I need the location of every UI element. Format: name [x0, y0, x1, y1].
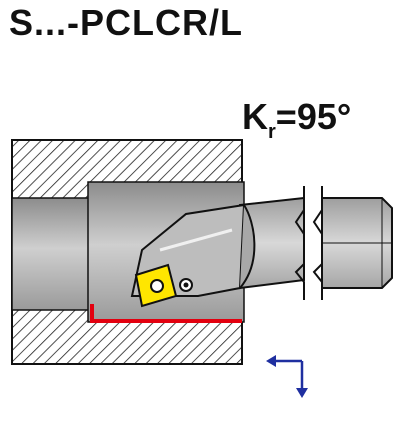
tool-shank	[239, 186, 393, 300]
pilot-bore	[11, 197, 93, 311]
angle-subscript: r	[268, 121, 276, 143]
machined-surface-line	[90, 304, 242, 323]
clamp-screw-icon	[179, 278, 193, 292]
approach-angle-label: Kr=95°	[242, 96, 352, 143]
shank-break-right	[312, 186, 323, 300]
shank-break-left	[294, 186, 305, 300]
product-code-title: S...-PCLCR/L	[9, 2, 243, 43]
carbide-insert	[134, 263, 178, 308]
angle-symbol: K	[242, 96, 268, 137]
angle-value: =95°	[275, 96, 352, 137]
feed-direction-arrows	[266, 355, 308, 398]
